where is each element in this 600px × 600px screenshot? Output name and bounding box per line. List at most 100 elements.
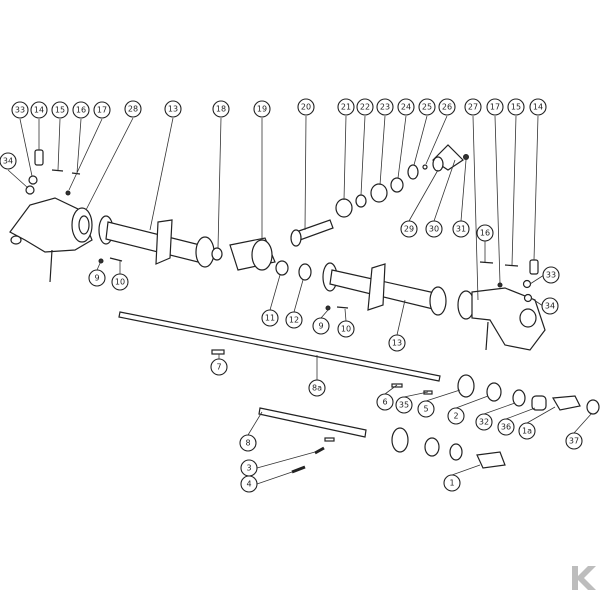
- svg-text:3: 3: [246, 464, 251, 473]
- callout: 36: [497, 418, 515, 436]
- svg-text:35: 35: [399, 401, 409, 410]
- key-7: [211, 349, 225, 355]
- callout: 16: [476, 224, 494, 242]
- svg-text:15: 15: [511, 103, 521, 112]
- ring-37: [586, 399, 600, 415]
- svg-text:34: 34: [545, 302, 555, 311]
- svg-text:33: 33: [546, 271, 556, 280]
- washer-33-right: [522, 279, 532, 289]
- svg-text:7: 7: [216, 363, 221, 372]
- svg-text:34: 34: [3, 157, 13, 166]
- left-housing-bore: [78, 215, 90, 235]
- svg-text:2: 2: [453, 412, 458, 421]
- svg-text:36: 36: [501, 423, 511, 432]
- callout: 15: [507, 98, 525, 116]
- svg-text:20: 20: [301, 103, 311, 112]
- svg-text:15: 15: [55, 106, 65, 115]
- spring-pin-4: [291, 465, 306, 474]
- washer-34-right: [523, 293, 533, 303]
- svg-text:30: 30: [429, 225, 439, 234]
- callout: 37: [565, 432, 583, 450]
- pin-16-left: [71, 172, 81, 175]
- callout: 13: [164, 100, 182, 118]
- shaft-8: [258, 407, 367, 438]
- callout: 2: [447, 407, 465, 425]
- callout: 14: [30, 101, 48, 119]
- callout: 12: [285, 311, 303, 329]
- callout: 10: [111, 273, 129, 291]
- callout: 15: [51, 101, 69, 119]
- bearing-21: [335, 198, 353, 218]
- callout: 20: [297, 98, 315, 116]
- pin-15-right: [504, 264, 519, 267]
- callout: 25: [418, 98, 436, 116]
- bearing-2-lower: [424, 437, 440, 457]
- svg-text:17: 17: [490, 103, 500, 112]
- svg-text:22: 22: [360, 103, 370, 112]
- bolt-10-left: [109, 257, 123, 262]
- callout: 33: [11, 101, 29, 119]
- circlip-32: [512, 389, 526, 407]
- svg-text:28: 28: [128, 105, 138, 114]
- callout: 6: [376, 393, 394, 411]
- svg-text:8a: 8a: [312, 384, 322, 393]
- tube-left-end-flange: [195, 236, 215, 268]
- pin-16-right: [479, 261, 494, 264]
- tube-right-mount-plate: [367, 263, 386, 311]
- callout: 4: [240, 475, 258, 493]
- bearing-23: [370, 183, 388, 203]
- left-housing-leg: [49, 249, 53, 283]
- svg-text:1a: 1a: [522, 427, 532, 436]
- bearing-12: [298, 263, 312, 281]
- seal-18: [211, 247, 223, 261]
- callout: 22: [356, 98, 374, 116]
- washer-33-left: [28, 175, 38, 185]
- callout: 17: [486, 98, 504, 116]
- svg-text:5: 5: [423, 405, 428, 414]
- svg-text:27: 27: [468, 103, 478, 112]
- circlip-25: [407, 164, 419, 180]
- callout: 5: [417, 400, 435, 418]
- leader-lines: [7, 115, 593, 485]
- right-gearbox-housing-27: [471, 287, 546, 351]
- callout: 9: [312, 317, 330, 335]
- svg-text:25: 25: [422, 103, 432, 112]
- left-housing-end: [10, 235, 22, 245]
- callout: 27: [464, 98, 482, 116]
- callout: 17: [93, 101, 111, 119]
- breather-plug-left: [34, 149, 44, 166]
- bearing-2-upper: [486, 382, 502, 402]
- callout: 21: [337, 98, 355, 116]
- svg-text:4: 4: [246, 480, 251, 489]
- callout: 1: [443, 474, 461, 492]
- svg-text:11: 11: [265, 314, 275, 323]
- tube-13-left: [105, 221, 201, 263]
- callout: 34: [0, 152, 17, 170]
- callout: 3: [240, 459, 258, 477]
- svg-text:12: 12: [289, 316, 299, 325]
- breather-plug-right: [529, 259, 539, 275]
- svg-text:17: 17: [97, 106, 107, 115]
- right-housing-bore: [519, 308, 537, 328]
- callout: 8: [239, 434, 257, 452]
- callout: 30: [425, 220, 443, 238]
- callout: 26: [438, 98, 456, 116]
- svg-text:14: 14: [34, 106, 44, 115]
- screw-31: [463, 154, 469, 160]
- nipple-17-right: [497, 282, 503, 288]
- svg-text:37: 37: [569, 437, 579, 446]
- svg-text:24: 24: [401, 103, 411, 112]
- gear-lower: [391, 427, 409, 453]
- circlip-lower: [449, 443, 463, 461]
- gear-5: [457, 374, 475, 398]
- svg-text:13: 13: [168, 105, 178, 114]
- callout: 29: [400, 220, 418, 238]
- circlip-26: [422, 164, 428, 170]
- svg-text:16: 16: [480, 229, 490, 238]
- svg-text:33: 33: [15, 106, 25, 115]
- spacer-22: [355, 194, 367, 208]
- svg-text:13: 13: [392, 339, 402, 348]
- svg-text:8: 8: [245, 439, 250, 448]
- callout: 8a: [308, 379, 326, 397]
